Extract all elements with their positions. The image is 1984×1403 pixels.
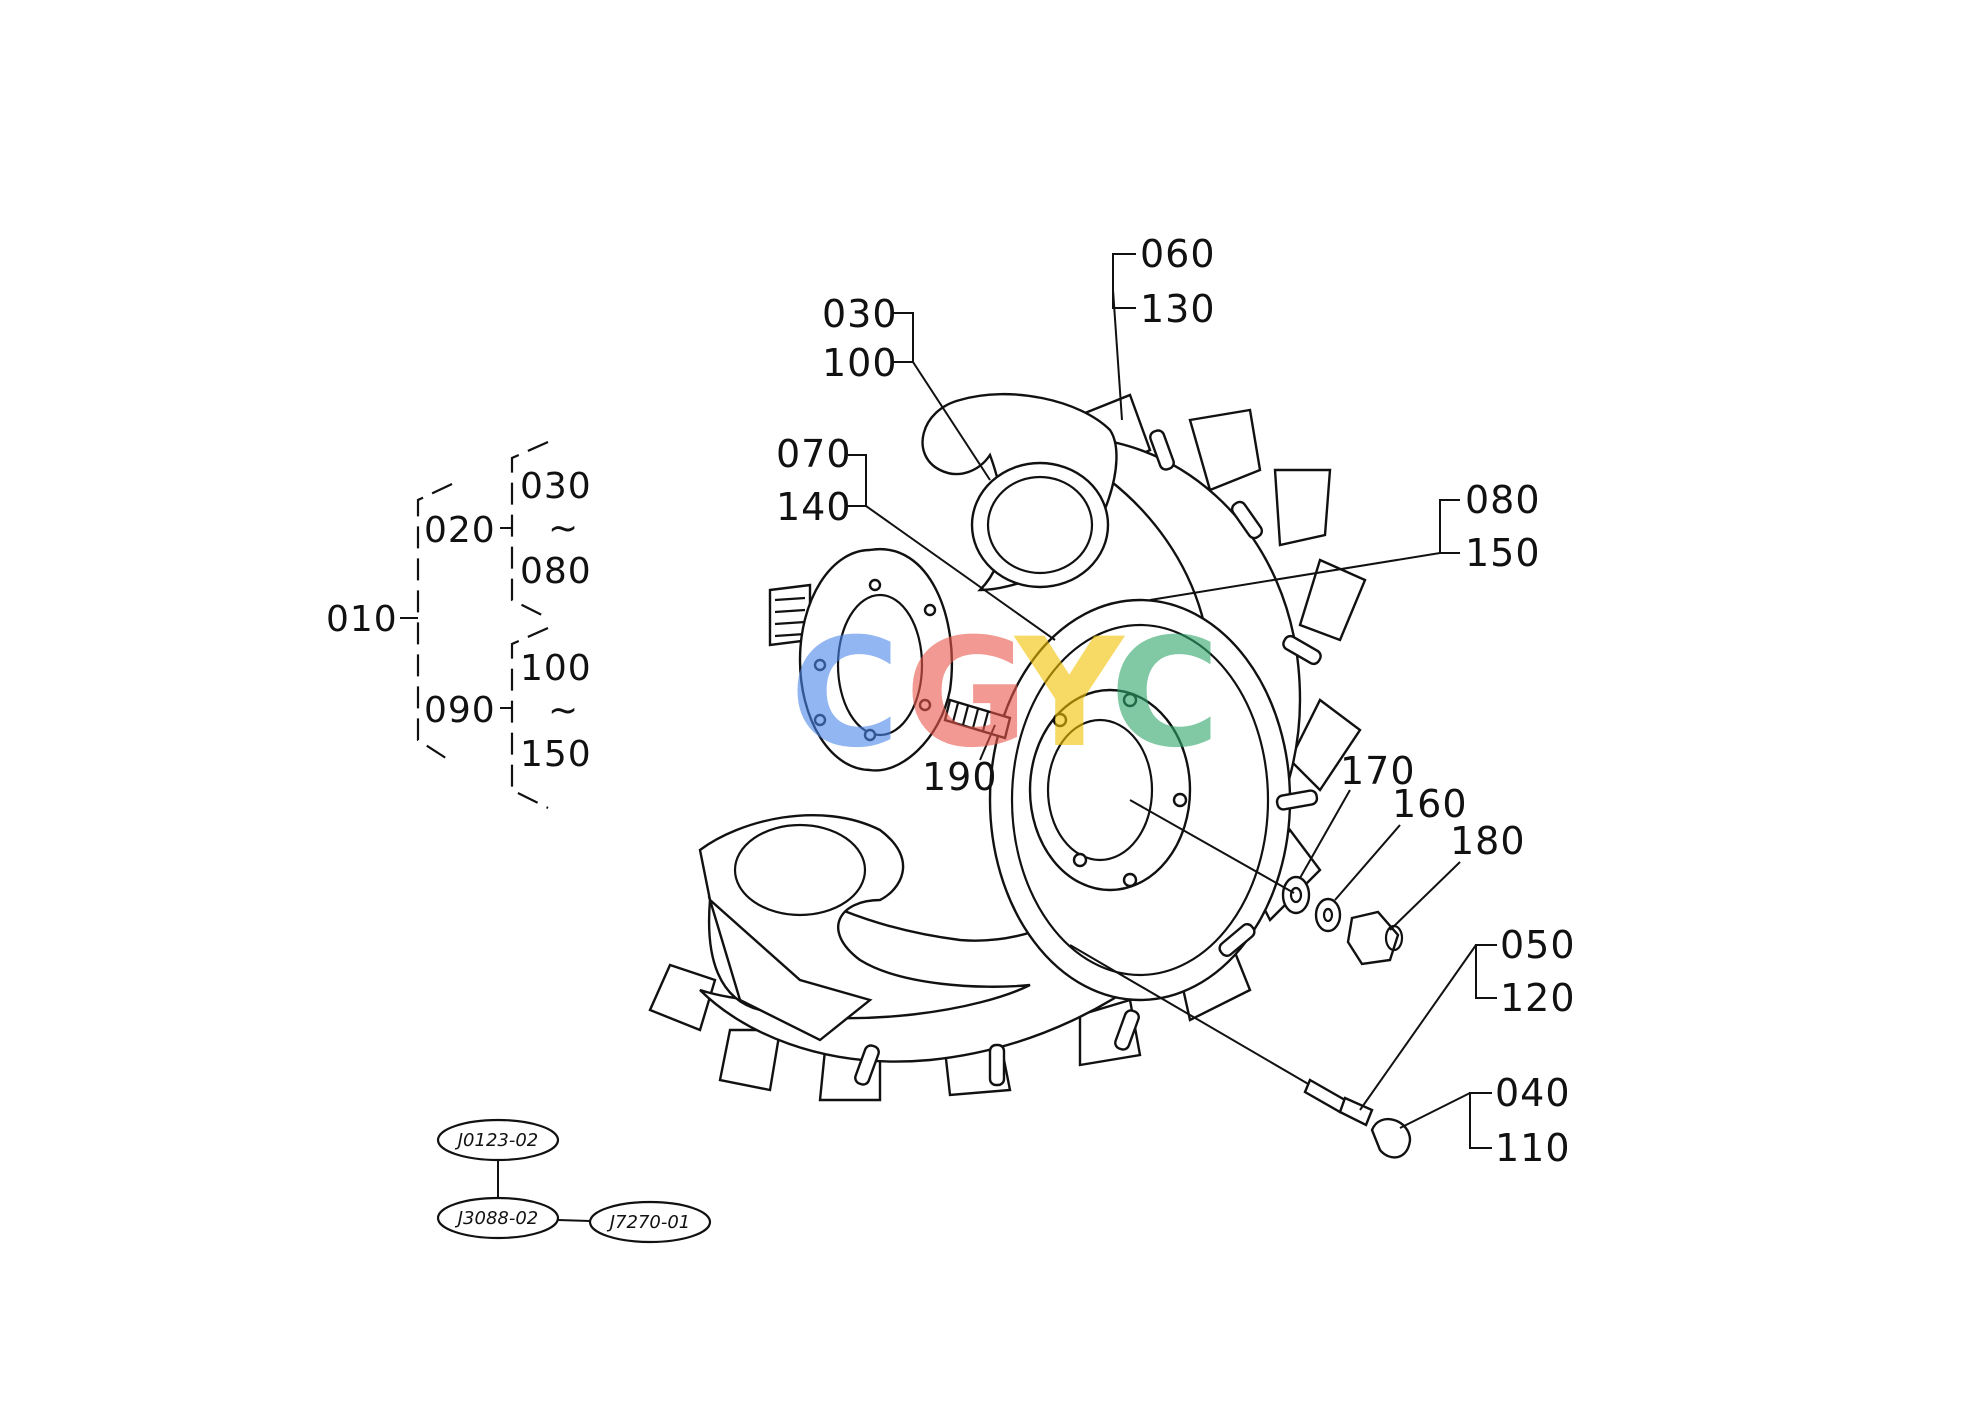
watermark-letter-4: C [1110,607,1220,781]
callout-180: 180 [1450,819,1526,863]
callout-070: 070 [776,432,852,476]
sprocket-wheel-drawing [648,393,1367,1102]
tree-root-010: 010 [326,599,398,640]
tree-090-to: 150 [520,734,592,775]
tree-090-from: 100 [520,648,592,689]
hub-flange [1028,688,1192,892]
callout-190: 190 [922,755,998,799]
callout-030: 030 [822,292,898,336]
callout-160: 160 [1392,782,1468,826]
washer-nut-group [1129,799,1404,966]
watermark: C G Y C [790,607,1220,781]
watermark-letter-2: G [905,607,1028,781]
assembly-tree: 010 020 030 ~ 080 090 100 ~ 150 [326,440,592,809]
leader-lines [848,253,1497,1149]
callout-130: 130 [1140,287,1216,331]
callout-120: 120 [1500,976,1576,1020]
ref-middle: J3088-02 [455,1208,539,1229]
callout-060: 060 [1140,232,1216,276]
ref-right: J7270-01 [607,1212,691,1233]
tree-020-range-mark: ~ [548,508,579,549]
callout-080: 080 [1465,478,1541,522]
reference-flow: J0123-02 J3088-02 J7270-01 [436,1118,712,1244]
tree-020-to: 080 [520,551,592,592]
callout-140: 140 [776,485,852,529]
tree-group-020: 020 [424,510,496,551]
callout-170: 170 [1340,749,1416,793]
tree-020-from: 030 [520,466,592,507]
callout-labels: 060 130 030 100 070 140 080 150 190 170 … [776,232,1576,1170]
callout-050: 050 [1500,923,1576,967]
rim-slots [854,429,1322,1087]
ref-top: J0123-02 [455,1130,539,1151]
callout-100: 100 [822,341,898,385]
callout-040: 040 [1495,1071,1571,1115]
tree-group-090: 090 [424,690,496,731]
watermark-letter-1: C [790,607,900,781]
callout-150: 150 [1465,531,1541,575]
tree-090-range-mark: ~ [548,690,579,731]
watermark-letter-3: Y [1013,607,1126,781]
axle-hub-assembly [768,547,954,772]
callout-110: 110 [1495,1126,1571,1170]
